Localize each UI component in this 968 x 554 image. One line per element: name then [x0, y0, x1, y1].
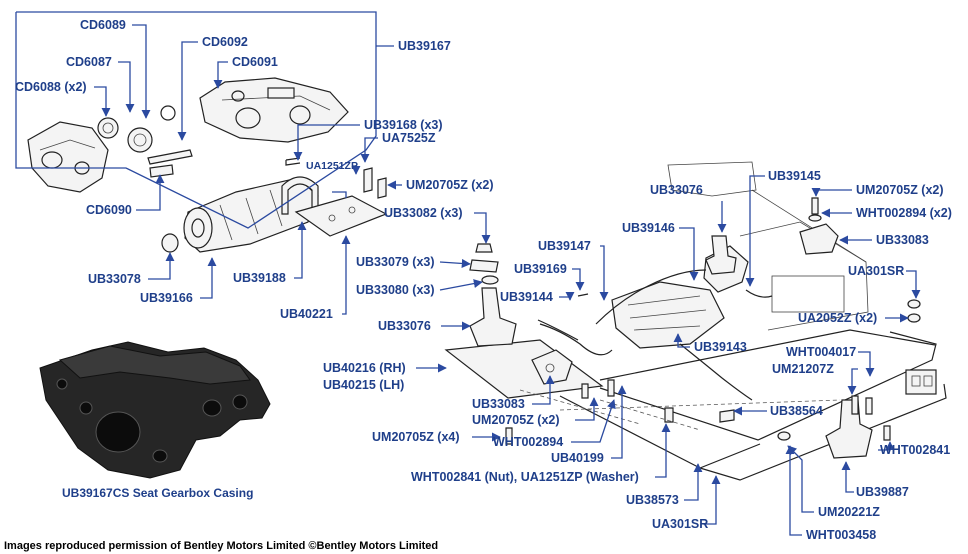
label-WHT004017: WHT004017 [786, 345, 856, 359]
ub39167-assembly-outline [15, 11, 377, 229]
part-labels: UB39167 CD6089 CD6092 CD6087 CD6091 CD60… [15, 18, 952, 542]
label-UB39144: UB39144 [500, 290, 553, 304]
label-WHT002894-left: WHT002894 [493, 435, 563, 449]
label-UB39143: UB39143 [694, 340, 747, 354]
label-UB33083-right: UB33083 [876, 233, 929, 247]
label-WHT002894-right: WHT002894 (x2) [856, 206, 952, 220]
label-UM20705Z-top: UM20705Z (x2) [406, 178, 494, 192]
label-CD6090: CD6090 [86, 203, 132, 217]
label-UB39167: UB39167 [398, 39, 451, 53]
label-WHT002841: WHT002841 [880, 443, 950, 457]
label-UB33079: UB33079 (x3) [356, 255, 435, 269]
label-CD6087: CD6087 [66, 55, 112, 69]
label-WHT003458: WHT003458 [806, 528, 876, 542]
label-UM21207Z: UM21207Z [772, 362, 834, 376]
label-UA7525Z: UA7525Z [382, 131, 436, 145]
label-CD6089: CD6089 [80, 18, 126, 32]
label-CD6091: CD6091 [232, 55, 278, 69]
label-UB40215: UB40215 (LH) [323, 378, 404, 392]
label-UB39145: UB39145 [768, 169, 821, 183]
label-UB33080: UB33080 (x3) [356, 283, 435, 297]
label-UB39169: UB39169 [514, 262, 567, 276]
label-UB33076-right: UB33076 [650, 183, 703, 197]
casing-caption: UB39167CS Seat Gearbox Casing [62, 486, 253, 500]
label-CD6092: CD6092 [202, 35, 248, 49]
gearbox-assembly-drawing [27, 77, 349, 193]
seat-frame-drawing [444, 161, 947, 481]
label-UM20705Z-x4: UM20705Z (x4) [372, 430, 460, 444]
label-UA301SR-right: UA301SR [848, 264, 904, 278]
label-UB33082: UB33082 (x3) [384, 206, 463, 220]
label-UB39147: UB39147 [538, 239, 591, 253]
label-UB40216: UB40216 (RH) [323, 361, 406, 375]
label-UB39188: UB39188 [233, 271, 286, 285]
label-UB40199: UB40199 [551, 451, 604, 465]
label-UM20705Z-right: UM20705Z (x2) [856, 183, 944, 197]
label-UB33078: UB33078 [88, 272, 141, 286]
label-UM20221Z: UM20221Z [818, 505, 880, 519]
casing-photo-drawing [39, 341, 271, 479]
label-UB39168: UB39168 (x3) [364, 118, 443, 132]
label-UB38564: UB38564 [770, 404, 823, 418]
label-UM20705Z-mid: UM20705Z (x2) [472, 413, 560, 427]
leader-lines [94, 24, 921, 536]
label-WHT002841-nut: WHT002841 (Nut), UA1251ZP (Washer) [411, 470, 639, 484]
label-UB33076-left: UB33076 [378, 319, 431, 333]
label-UA301SR-bottom: UA301SR [652, 517, 708, 531]
label-UA2052Z: UA2052Z (x2) [798, 311, 877, 325]
label-UB39166: UB39166 [140, 291, 193, 305]
drive-motor-drawing [161, 157, 388, 253]
copyright-footer: Images reproduced permission of Bentley … [4, 540, 438, 552]
label-UB40221: UB40221 [280, 307, 333, 321]
label-UB38573: UB38573 [626, 493, 679, 507]
label-UA1251ZP: UA1251ZP [306, 160, 358, 172]
label-UB39146: UB39146 [622, 221, 675, 235]
label-UB39887: UB39887 [856, 485, 909, 499]
label-CD6088: CD6088 (x2) [15, 80, 87, 94]
label-UB33083-left: UB33083 [472, 397, 525, 411]
